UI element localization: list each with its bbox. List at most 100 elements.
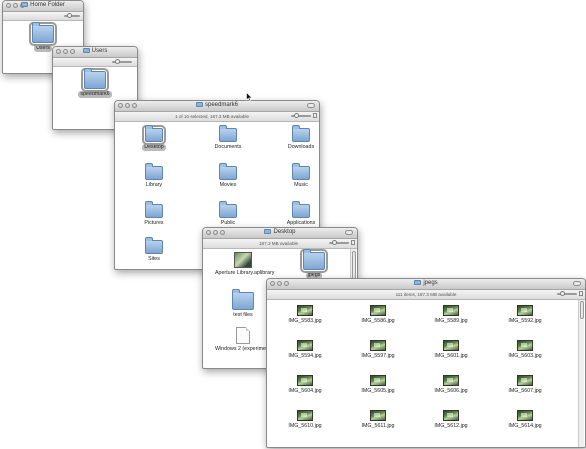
image-item[interactable]: IMG_5612.jpg xyxy=(421,410,481,430)
zoom-button[interactable] xyxy=(220,230,225,235)
file-label: IMG_5586.jpg xyxy=(361,318,395,324)
jpegs-statusbar: 111 items, 187.3 MB available xyxy=(267,290,585,300)
home-folder-glyph-icon xyxy=(195,102,203,107)
movies-folder-icon xyxy=(219,163,237,180)
window-title-text: Desktop xyxy=(273,229,296,235)
slider-knob[interactable] xyxy=(67,13,72,18)
image-thumbnail-icon xyxy=(517,340,533,351)
zoom-button[interactable] xyxy=(70,49,75,54)
icon-size-slider[interactable] xyxy=(64,13,80,18)
close-button[interactable] xyxy=(56,49,61,54)
home-folder-icon xyxy=(81,68,109,92)
folder-item-test-files[interactable]: test files xyxy=(213,289,273,319)
folder-label: Sites xyxy=(148,256,160,262)
file-label: IMG_5583.jpg xyxy=(288,318,322,324)
status-text: 111 items, 187.3 MB available xyxy=(395,291,457,297)
zoom-button[interactable] xyxy=(132,103,137,108)
image-item[interactable]: IMG_5603.jpg xyxy=(495,340,555,360)
library-folder-icon xyxy=(145,163,163,180)
close-button[interactable] xyxy=(118,103,123,108)
folder-label: Applications xyxy=(286,220,316,226)
minimize-button[interactable] xyxy=(63,49,68,54)
icon-size-slider[interactable] xyxy=(329,240,355,245)
folder-item-speedmark6[interactable]: speedmark6 xyxy=(65,68,125,98)
image-item[interactable]: IMG_5597.jpg xyxy=(348,340,408,360)
jpegs-content: IMG_5583.jpg IMG_5586.jpg IMG_5589.jpg I… xyxy=(267,300,578,447)
slider-knob[interactable] xyxy=(115,59,120,64)
file-label: IMG_5610.jpg xyxy=(288,423,322,429)
home-folder-titlebar[interactable]: Home Folder xyxy=(3,1,83,12)
folder-label: Public xyxy=(220,220,236,226)
users-titlebar[interactable]: Users xyxy=(53,47,137,58)
minimize-button[interactable] xyxy=(13,3,18,8)
image-thumbnail-icon xyxy=(297,305,313,316)
image-item[interactable]: IMG_5586.jpg xyxy=(348,305,408,325)
status-text: 1 of 10 selected, 187.3 MB available xyxy=(175,113,250,119)
users-window[interactable]: Users speedmark6 xyxy=(52,46,138,130)
folder-item-jpegs[interactable]: jpegs xyxy=(284,249,344,279)
toolbar-toggle-button[interactable] xyxy=(307,103,315,108)
folder-item-pictures[interactable]: Pictures xyxy=(124,201,184,227)
minimize-button[interactable] xyxy=(213,230,218,235)
slider-knob[interactable] xyxy=(560,291,565,296)
file-item-windows-2[interactable]: Windows 2 (experiment... xyxy=(213,327,275,353)
close-button[interactable] xyxy=(206,230,211,235)
folder-label: Music xyxy=(294,182,308,188)
folder-item-movies[interactable]: Movies xyxy=(198,163,258,189)
file-item-aperture-library[interactable]: Aperture Library.aplibrary xyxy=(213,252,274,277)
downloads-folder-icon xyxy=(292,125,310,142)
folder-item-sites[interactable]: Sites xyxy=(124,237,184,263)
image-item[interactable]: IMG_5601.jpg xyxy=(421,340,481,360)
minimize-button[interactable] xyxy=(125,103,130,108)
home-icon xyxy=(21,2,29,7)
zoom-button[interactable] xyxy=(284,281,289,286)
image-item[interactable]: IMG_5607.jpg xyxy=(495,375,555,395)
home-folder-window[interactable]: Home Folder Users xyxy=(2,0,84,74)
image-item[interactable]: IMG_5594.jpg xyxy=(275,340,335,360)
music-folder-icon xyxy=(292,163,310,180)
users-statusbar xyxy=(53,58,137,67)
jpegs-window[interactable]: jpegs 111 items, 187.3 MB available IMG_… xyxy=(266,278,586,448)
folder-item-library[interactable]: Library xyxy=(124,163,184,189)
folder-item-documents[interactable]: Documents xyxy=(198,125,258,151)
folder-item-desktop[interactable]: Desktop xyxy=(124,125,184,151)
scrollbar-thumb[interactable] xyxy=(579,301,584,319)
image-item[interactable]: IMG_5592.jpg xyxy=(495,305,555,325)
close-button[interactable] xyxy=(6,3,11,8)
close-button[interactable] xyxy=(270,281,275,286)
image-item[interactable]: IMG_5604.jpg xyxy=(275,375,335,395)
icon-size-slider[interactable] xyxy=(112,59,132,64)
minimize-button[interactable] xyxy=(277,281,282,286)
folder-item-music[interactable]: Music xyxy=(271,163,319,189)
image-item[interactable]: IMG_5606.jpg xyxy=(421,375,481,395)
slider-knob[interactable] xyxy=(332,240,337,245)
image-thumbnail-icon xyxy=(297,410,313,421)
folder-item-public[interactable]: Public xyxy=(198,201,258,227)
image-item[interactable]: IMG_5611.jpg xyxy=(348,410,408,430)
icon-size-slider[interactable] xyxy=(291,113,317,118)
folder-item-users[interactable]: Users xyxy=(13,22,73,52)
image-item[interactable]: IMG_5610.jpg xyxy=(275,410,335,430)
speedmark6-titlebar[interactable]: speedmark6 xyxy=(115,101,319,112)
image-item[interactable]: IMG_5583.jpg xyxy=(275,305,335,325)
toolbar-toggle-button[interactable] xyxy=(345,230,353,235)
slider-knob[interactable] xyxy=(294,113,299,118)
vertical-scrollbar[interactable] xyxy=(578,300,584,447)
folder-item-downloads[interactable]: Downloads xyxy=(271,125,319,151)
file-label: Windows 2 (experiment... xyxy=(215,346,275,352)
image-item[interactable]: IMG_5589.jpg xyxy=(421,305,481,325)
home-statusbar xyxy=(3,12,83,21)
desktop-titlebar[interactable]: Desktop xyxy=(203,228,357,239)
folder-item-applications[interactable]: Applications xyxy=(271,201,319,227)
window-title: jpegs xyxy=(267,280,585,286)
icon-size-slider[interactable] xyxy=(557,291,583,296)
folder-label: test files xyxy=(233,312,253,318)
desktop-content: Aperture Library.aplibrary jpegs test fi… xyxy=(203,249,350,368)
image-thumbnail-icon xyxy=(517,375,533,386)
toolbar-toggle-button[interactable] xyxy=(573,281,581,286)
image-item[interactable]: IMG_5605.jpg xyxy=(348,375,408,395)
image-thumbnail-icon xyxy=(370,375,386,386)
image-item[interactable]: IMG_5614.jpg xyxy=(495,410,555,430)
jpegs-titlebar[interactable]: jpegs xyxy=(267,279,585,290)
folder-icon xyxy=(300,249,328,273)
